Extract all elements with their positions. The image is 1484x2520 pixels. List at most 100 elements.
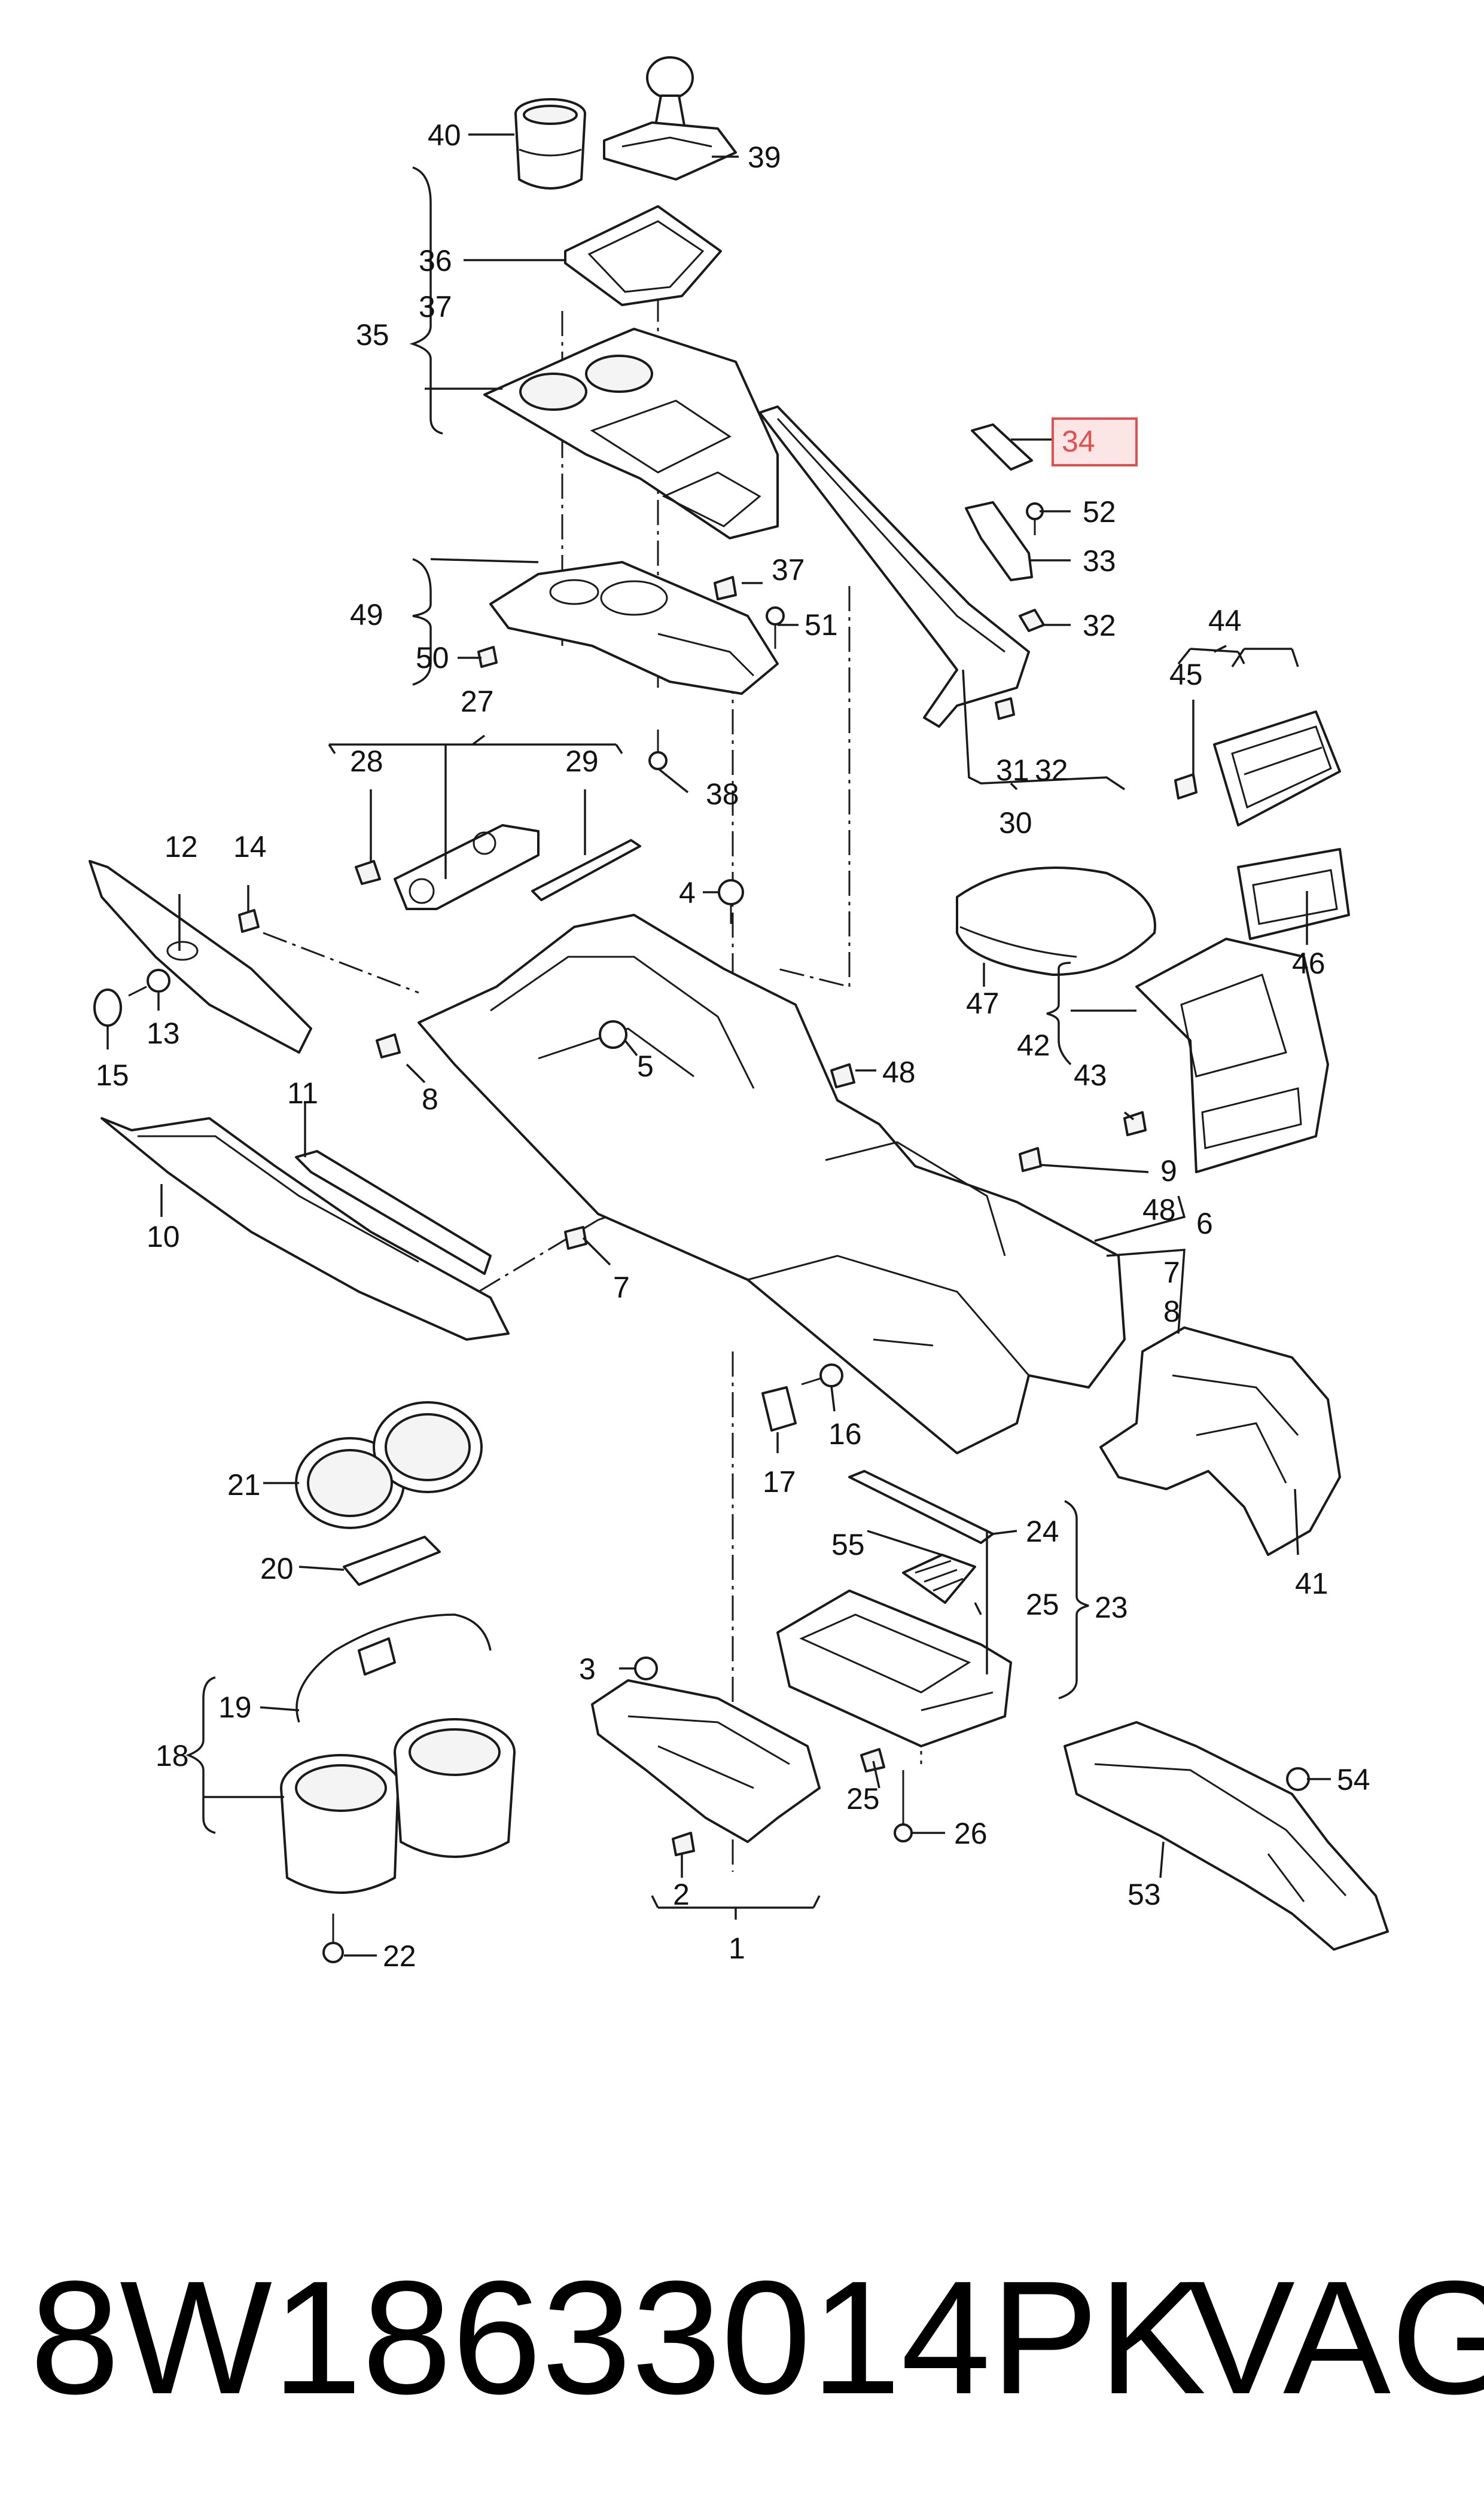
part-10-trim-strip bbox=[100, 1117, 510, 1341]
callout-29: 29 bbox=[565, 745, 599, 778]
part-25-clip bbox=[860, 1748, 885, 1772]
part-46-module bbox=[1237, 848, 1350, 940]
callout-8-upper: 8 bbox=[422, 1082, 438, 1116]
part-5-nut bbox=[599, 1020, 627, 1049]
callout-34: 34 bbox=[1062, 425, 1095, 458]
part-32-clip bbox=[1019, 609, 1045, 632]
part-37-clip bbox=[714, 576, 737, 600]
part-45-clip bbox=[1174, 773, 1197, 800]
callout-33: 33 bbox=[1083, 544, 1116, 578]
callout-13: 13 bbox=[147, 1017, 180, 1050]
callout-40: 40 bbox=[428, 118, 461, 152]
part-2-clip bbox=[672, 1832, 695, 1856]
callout-4: 4 bbox=[679, 876, 696, 910]
part-42-rear-panel bbox=[1135, 938, 1329, 1173]
callout-14: 14 bbox=[233, 830, 267, 864]
part-number-text: 8W18633014PK bbox=[30, 2248, 1206, 2428]
callout-53: 53 bbox=[1128, 1878, 1161, 1911]
part-27-tray bbox=[394, 824, 540, 910]
part-8-clip bbox=[376, 1033, 401, 1058]
callout-42: 42 bbox=[1017, 1029, 1050, 1062]
callout-17: 17 bbox=[763, 1465, 796, 1499]
part-49-support-frame bbox=[489, 561, 779, 695]
callout-11: 11 bbox=[287, 1076, 318, 1110]
callout-28: 28 bbox=[350, 745, 383, 778]
part-15-cap bbox=[93, 989, 122, 1027]
callout-35: 35 bbox=[356, 318, 389, 352]
part-4-screw bbox=[718, 879, 744, 924]
callout-30: 30 bbox=[999, 806, 1032, 840]
callout-5: 5 bbox=[637, 1050, 654, 1083]
callout-27: 27 bbox=[461, 685, 494, 718]
callout-54: 54 bbox=[1337, 1763, 1370, 1796]
callout-31: 31 bbox=[996, 753, 1029, 787]
callout-6: 6 bbox=[1196, 1207, 1213, 1240]
part-28-clip bbox=[355, 860, 381, 885]
part-23-storage-bin bbox=[776, 1590, 1012, 1747]
callout-48-lower: 48 bbox=[1142, 1193, 1176, 1227]
callout-2: 2 bbox=[673, 1878, 690, 1911]
callout-24: 24 bbox=[1026, 1515, 1059, 1548]
callout-3: 3 bbox=[579, 1652, 596, 1686]
part-13-screw bbox=[128, 969, 170, 997]
callout-7-left: 7 bbox=[613, 1271, 630, 1304]
callout-12: 12 bbox=[164, 830, 198, 864]
callout-25-upper: 25 bbox=[1026, 1588, 1059, 1621]
part-43-clip bbox=[1123, 1111, 1147, 1136]
callout-18: 18 bbox=[156, 1739, 189, 1772]
callout-45: 45 bbox=[1169, 658, 1203, 691]
callout-44: 44 bbox=[1208, 604, 1242, 637]
callout-32-lower: 32 bbox=[1035, 753, 1068, 787]
part-22-screw bbox=[322, 1914, 344, 1963]
part-55-grille bbox=[902, 1554, 976, 1604]
part-38-screw bbox=[648, 730, 668, 770]
part-26-screw bbox=[894, 1770, 913, 1842]
part-18-cupholder bbox=[280, 1718, 516, 1894]
part-11-bracket bbox=[295, 1150, 492, 1275]
callout-26: 26 bbox=[954, 1817, 988, 1850]
part-40-insert bbox=[514, 98, 586, 190]
part-47-armrest-lid bbox=[956, 867, 1156, 976]
part-21-cup-mat bbox=[295, 1401, 483, 1529]
callout-23: 23 bbox=[1095, 1591, 1128, 1624]
callout-15: 15 bbox=[96, 1058, 129, 1092]
callout-labels: 40 39 36 37 35 34 52 33 37 49 51 32 44 5… bbox=[96, 118, 1370, 1973]
callout-51: 51 bbox=[805, 608, 838, 642]
highlight-box-34 bbox=[1052, 417, 1138, 466]
part-16-screw bbox=[801, 1363, 843, 1387]
main-console-body bbox=[418, 914, 1126, 1454]
callout-19: 19 bbox=[218, 1691, 252, 1724]
part-51-screw bbox=[766, 606, 785, 649]
callout-9: 9 bbox=[1160, 1154, 1177, 1188]
callout-46: 46 bbox=[1292, 947, 1325, 980]
callout-49: 49 bbox=[350, 598, 383, 631]
part-19-spring bbox=[295, 1613, 492, 1723]
part-52-screw bbox=[1026, 502, 1044, 535]
callout-41: 41 bbox=[1295, 1567, 1328, 1600]
callout-52: 52 bbox=[1083, 495, 1116, 529]
part-39-gear-knob bbox=[603, 56, 737, 181]
part-9-clip bbox=[1019, 1147, 1042, 1172]
callout-36: 36 bbox=[419, 244, 452, 277]
callout-20: 20 bbox=[260, 1552, 294, 1585]
callout-38: 38 bbox=[706, 777, 739, 811]
brand-text: VAG bbox=[1187, 2248, 1484, 2428]
part-7-clip bbox=[564, 1226, 587, 1250]
part-17-cap bbox=[761, 1386, 797, 1432]
callout-47: 47 bbox=[966, 987, 1000, 1020]
callout-39: 39 bbox=[748, 141, 781, 174]
part-44-vent bbox=[1213, 710, 1341, 826]
callout-48-upper: 48 bbox=[882, 1055, 916, 1089]
callout-32-upper: 32 bbox=[1083, 609, 1116, 642]
callout-22: 22 bbox=[383, 1939, 416, 1973]
callout-16: 16 bbox=[828, 1417, 862, 1451]
part-20-plate bbox=[343, 1536, 441, 1586]
part-30-side-strip bbox=[758, 405, 1030, 728]
part-12-side-panel bbox=[89, 860, 312, 1054]
callout-43: 43 bbox=[1074, 1058, 1107, 1092]
part-48-clip bbox=[830, 1063, 855, 1088]
part-3-nut bbox=[634, 1656, 658, 1680]
callout-7-right: 7 bbox=[1163, 1256, 1180, 1289]
